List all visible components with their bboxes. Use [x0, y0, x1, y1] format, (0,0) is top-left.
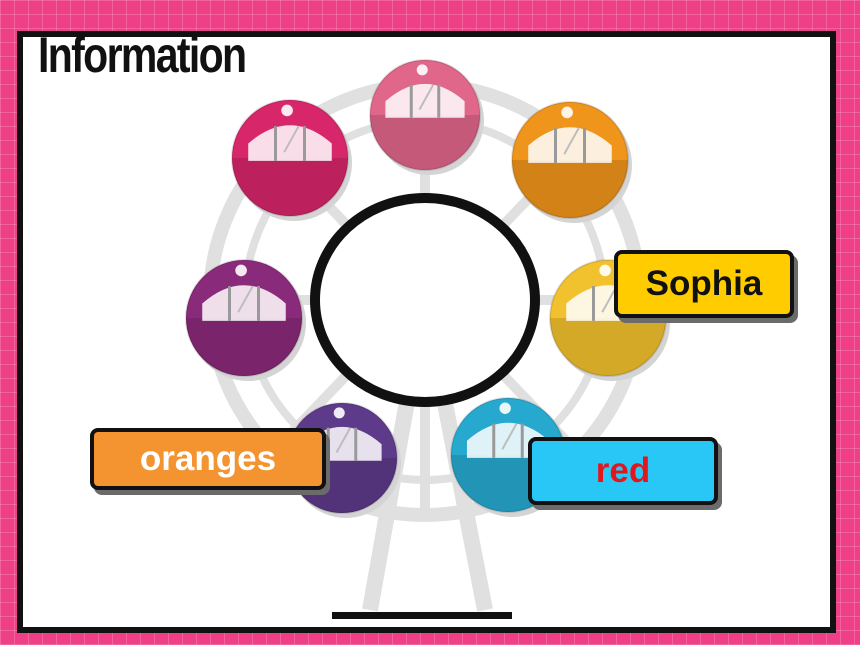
center-blank-circle [310, 193, 540, 407]
cabin-lower-shade [232, 158, 348, 216]
cabin-window-glint [418, 84, 435, 110]
cabin-window-glint [335, 427, 352, 453]
cabin-window-glint [283, 125, 300, 153]
cabin-top-left [231, 99, 352, 221]
cabin-left [185, 259, 306, 381]
cabin-highlight-bubble [561, 106, 573, 119]
label-oranges[interactable]: oranges [90, 428, 326, 490]
cabin-highlight-bubble [416, 64, 428, 76]
label-red[interactable]: red [528, 437, 718, 505]
page-title: Information [38, 27, 247, 83]
wheel-cabins [185, 59, 670, 518]
cabin-lower-shade [370, 115, 480, 170]
cabin-highlight-bubble [599, 264, 611, 277]
cabin-top [369, 59, 484, 175]
ground-line [332, 612, 512, 619]
cabin-window-glint [563, 127, 580, 155]
cabin-lower-shade [512, 160, 628, 218]
cabin-window-glint [501, 423, 518, 450]
cabin-highlight-bubble [281, 104, 293, 117]
cabin-highlight-bubble [235, 264, 247, 277]
cabin-highlight-bubble [333, 407, 345, 419]
cabin-window-glint [237, 285, 254, 313]
cabin-highlight-bubble [499, 402, 511, 414]
cabin-lower-shade [550, 318, 666, 376]
cabin-lower-shade [186, 318, 302, 376]
label-sophia[interactable]: Sophia [614, 250, 794, 318]
cabin-top-right [511, 101, 632, 223]
